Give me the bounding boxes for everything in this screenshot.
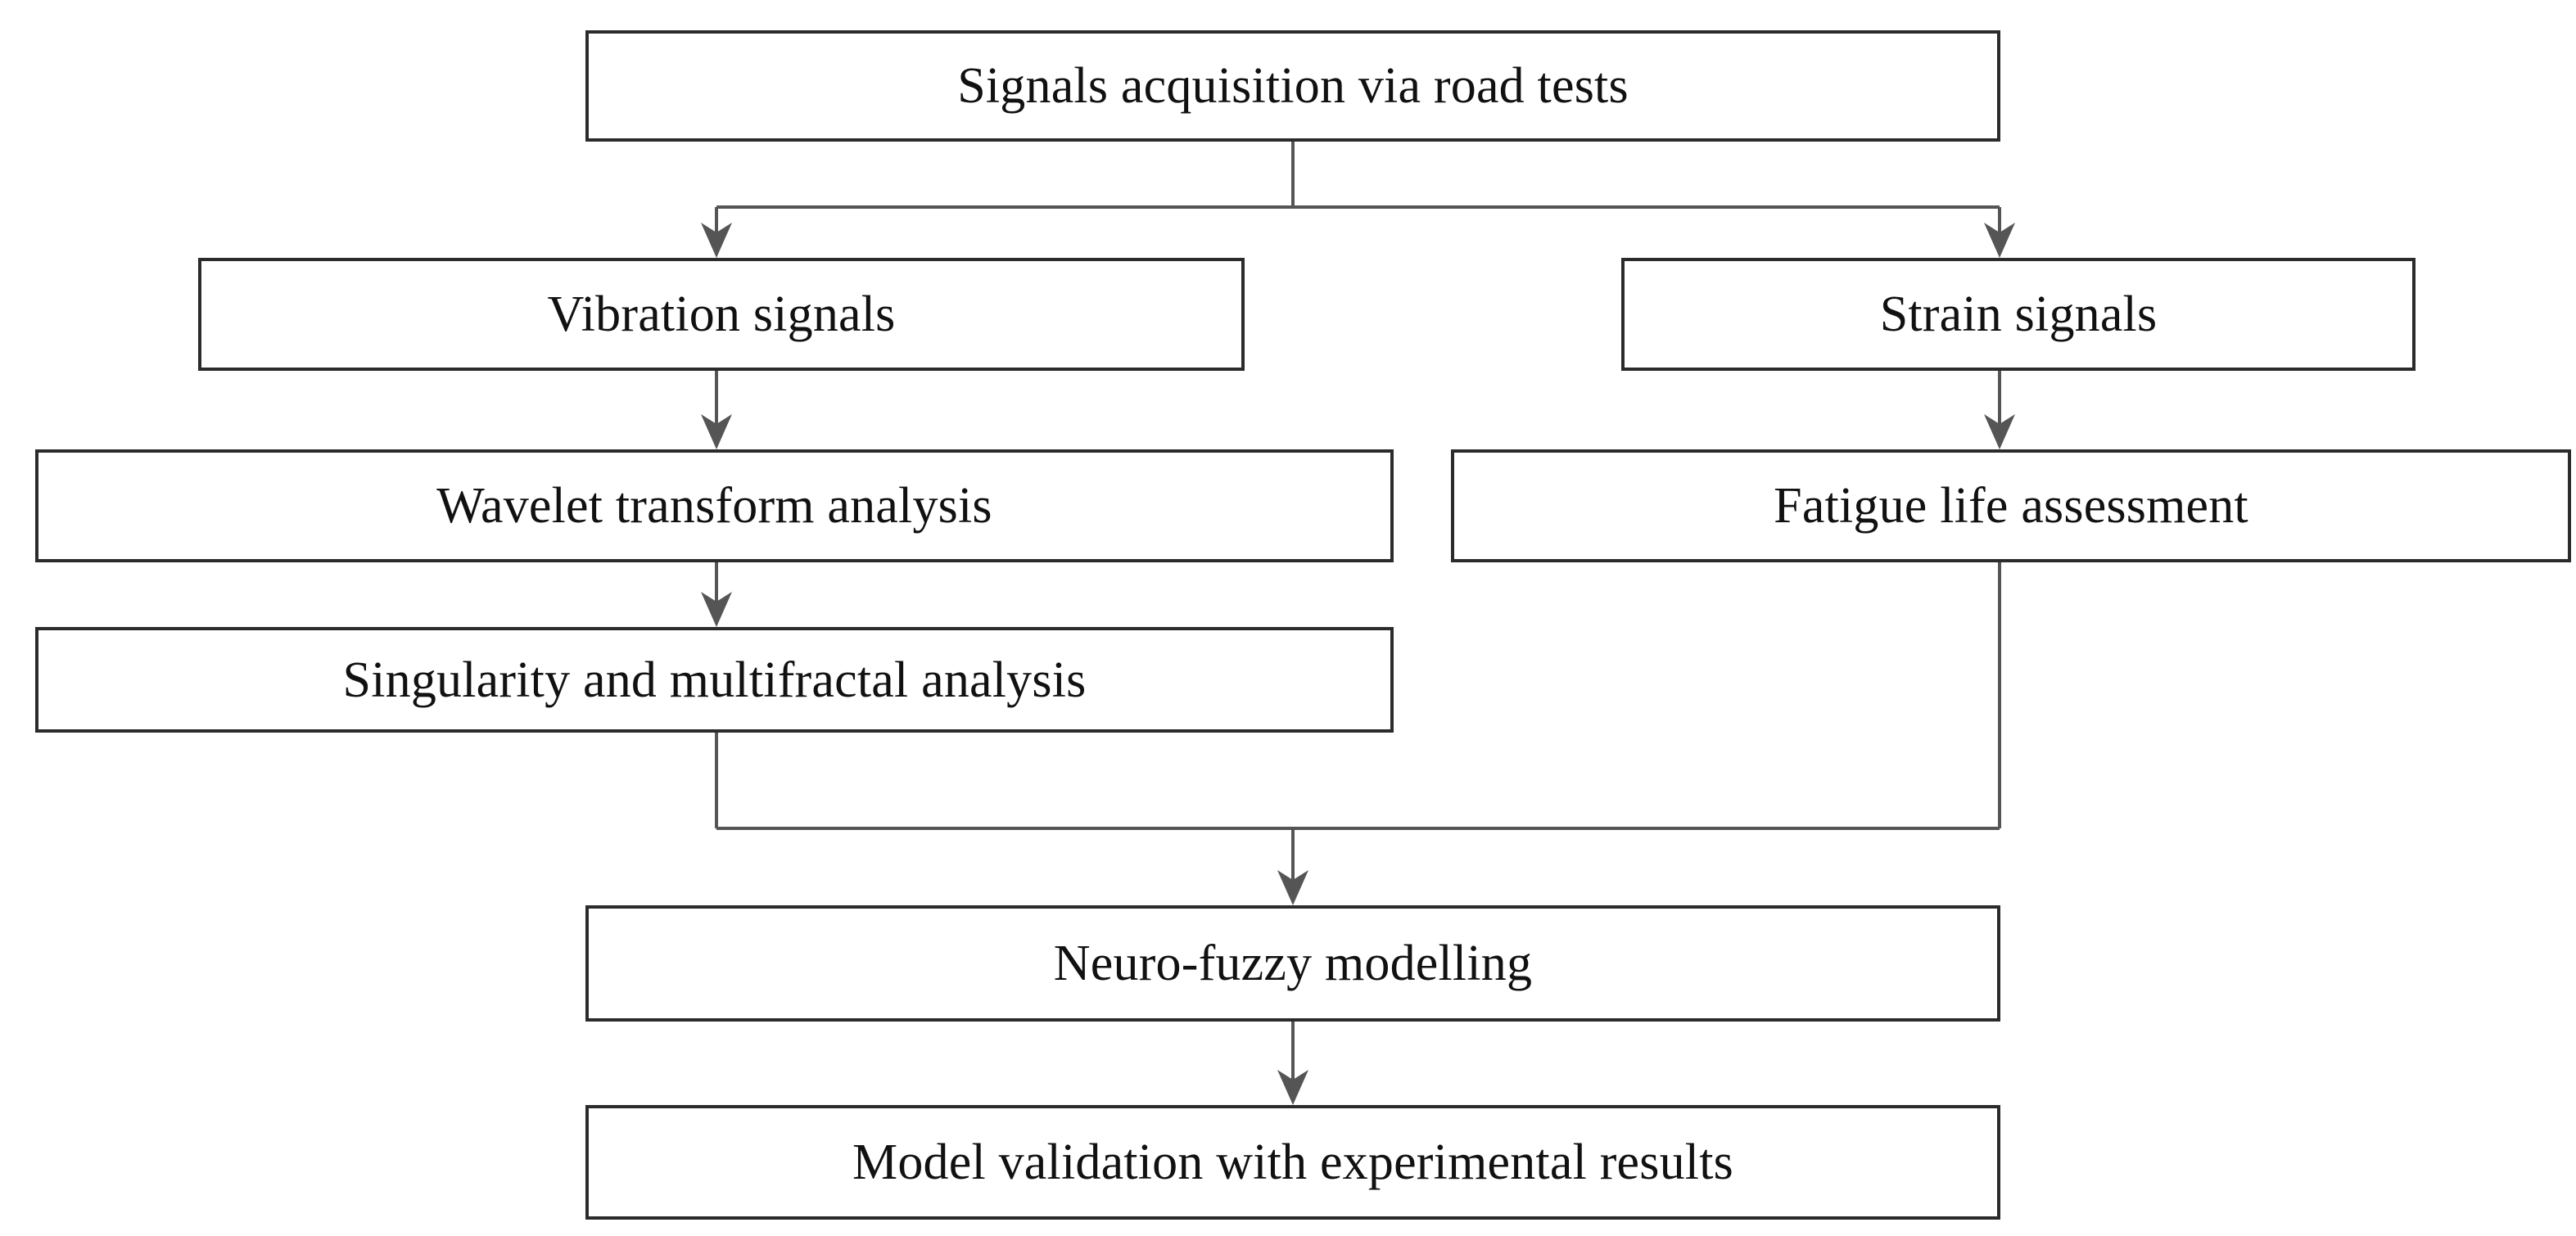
- node-label: Model validation with experimental resul…: [852, 1135, 1733, 1190]
- node-signals-acquisition[interactable]: Signals acquisition via road tests: [585, 30, 2000, 142]
- node-label: Neuro-fuzzy modelling: [1053, 936, 1533, 991]
- edge-wavelet-singularity: [701, 562, 732, 627]
- node-singularity-multifractal-analysis[interactable]: Singularity and multifractal analysis: [35, 627, 1394, 733]
- node-strain-signals[interactable]: Strain signals: [1621, 258, 2416, 371]
- node-fatigue-life-assessment[interactable]: Fatigue life assessment: [1451, 449, 2571, 562]
- node-label: Signals acquisition via road tests: [957, 58, 1629, 114]
- node-neuro-fuzzy-modelling[interactable]: Neuro-fuzzy modelling: [585, 905, 2000, 1022]
- node-label: Singularity and multifractal analysis: [342, 652, 1087, 708]
- node-wavelet-transform-analysis[interactable]: Wavelet transform analysis: [35, 449, 1394, 562]
- node-vibration-signals[interactable]: Vibration signals: [198, 258, 1245, 371]
- edge-strain-fatigue: [1984, 371, 2015, 449]
- edge-vibration-wavelet: [701, 371, 732, 449]
- node-label: Vibration signals: [547, 286, 896, 342]
- edge-neurofuzzy-validation: [1277, 1022, 1308, 1105]
- edge-acquisition-split: [701, 142, 2015, 258]
- edge-merge-neurofuzzy: [715, 562, 2001, 905]
- node-label: Strain signals: [1879, 286, 2158, 342]
- node-label: Wavelet transform analysis: [436, 478, 992, 534]
- node-label: Fatigue life assessment: [1774, 478, 2248, 534]
- node-model-validation[interactable]: Model validation with experimental resul…: [585, 1105, 2000, 1220]
